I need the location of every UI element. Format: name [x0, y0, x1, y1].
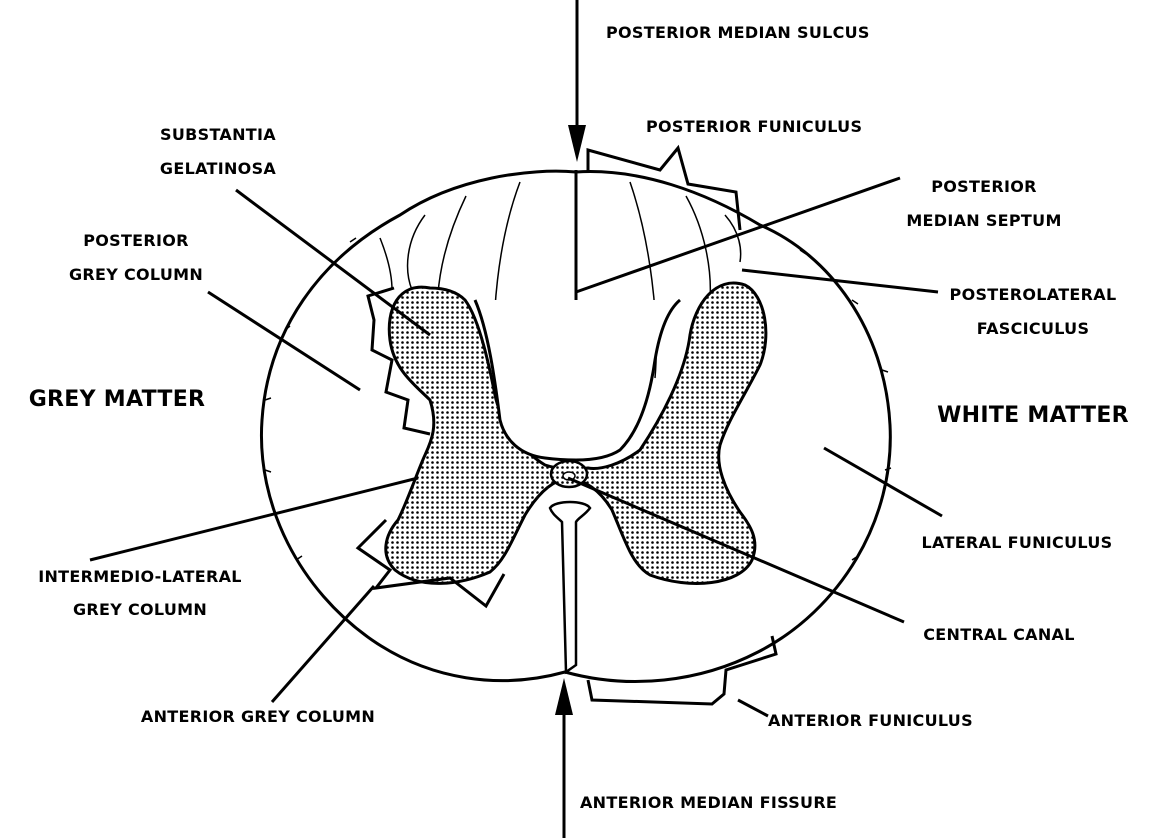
leader-posterior-median-septum	[576, 178, 900, 292]
label-posterolateral-fasciculus-line1: POSTEROLATERAL	[950, 285, 1117, 304]
label-posterior-median-sulcus: POSTERIOR MEDIAN SULCUS	[606, 23, 870, 42]
label-posterolateral-fasciculus-line2: FASCICULUS	[977, 319, 1090, 338]
label-posterior-grey-column-line1: POSTERIOR	[83, 231, 189, 250]
label-anterior-grey-column: ANTERIOR GREY COLUMN	[141, 707, 375, 726]
label-posterior-median-septum-line1: POSTERIOR	[931, 177, 1037, 196]
label-intermedio-lateral-line2: GREY COLUMN	[73, 600, 207, 619]
label-posterior-median-septum-line2: MEDIAN SEPTUM	[906, 211, 1061, 230]
leader-posterior-grey-column	[208, 292, 360, 390]
label-anterior-funiculus: ANTERIOR FUNICULUS	[768, 711, 973, 730]
label-anterior-median-fissure: ANTERIOR MEDIAN FISSURE	[580, 793, 837, 812]
leader-anterior-grey-column	[272, 586, 374, 702]
anterior-arrow-head-icon	[555, 678, 573, 715]
leader-central-canal	[568, 478, 904, 622]
anterior-funiculus-bracket	[588, 636, 776, 704]
posterior-funiculus-bracket	[588, 148, 740, 230]
label-grey-matter: GREY MATTER	[29, 387, 206, 412]
leader-anterior-funiculus	[738, 700, 768, 716]
posterior-arrow-head-icon	[568, 125, 586, 162]
label-substantia-gelatinosa-line2: GELATINOSA	[160, 159, 276, 178]
leader-lateral-funiculus	[824, 448, 942, 516]
label-central-canal: CENTRAL CANAL	[923, 625, 1074, 644]
leader-intermedio-lateral	[90, 478, 418, 560]
label-intermedio-lateral-line1: INTERMEDIO-LATERAL	[38, 567, 242, 586]
leader-substantia-gelatinosa	[236, 190, 430, 335]
label-substantia-gelatinosa-line1: SUBSTANTIA	[160, 125, 276, 144]
label-posterior-funiculus: POSTERIOR FUNICULUS	[646, 117, 862, 136]
label-lateral-funiculus: LATERAL FUNICULUS	[922, 533, 1113, 552]
label-posterior-grey-column-line2: GREY COLUMN	[69, 265, 203, 284]
anterior-median-fissure-shape	[550, 502, 590, 672]
label-white-matter: WHITE MATTER	[937, 403, 1129, 428]
